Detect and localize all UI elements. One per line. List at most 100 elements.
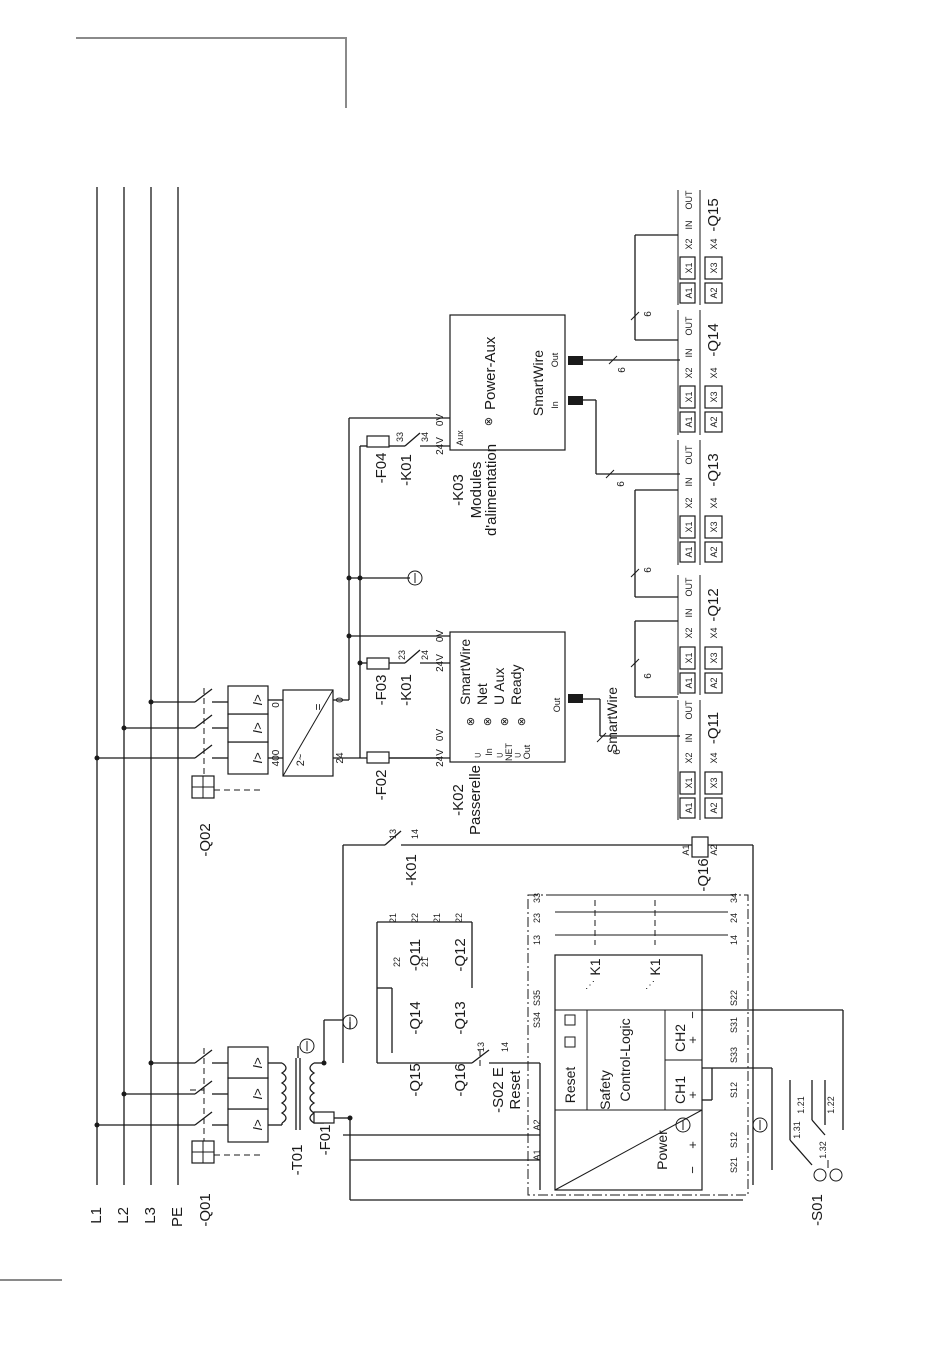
diagram-label: -K01 xyxy=(403,854,420,886)
diagram-label: Reset xyxy=(507,1070,524,1110)
diagram-label: X2 xyxy=(684,752,694,763)
diagram-label: 6 xyxy=(617,367,628,373)
diagram-label: − xyxy=(685,1011,700,1019)
diagram-label: = xyxy=(311,703,325,710)
diagram-label: ⊗ xyxy=(517,716,526,728)
diagram-label: A2 xyxy=(709,546,719,557)
diagram-label: A2 xyxy=(709,802,719,813)
diagram-label: 34 xyxy=(420,432,430,442)
diagram-label: -K02 xyxy=(450,784,467,816)
diagram-label: A1 xyxy=(684,287,694,298)
diagram-label: NET xyxy=(504,742,514,761)
diagram-label: Out xyxy=(522,744,532,759)
module-q11: A1 X1 X2 IN OUT A2 X3 X4 -Q11 xyxy=(677,700,723,820)
diagram-label: 14 xyxy=(729,935,739,945)
diagram-label: 23 xyxy=(397,650,407,660)
diagram-label: 0V xyxy=(435,414,446,427)
diagram-label: 22 xyxy=(454,913,464,923)
diagram-label: A2 xyxy=(709,677,719,688)
diagram-label: IN xyxy=(684,478,694,487)
diagram-label: Out xyxy=(550,352,560,367)
diagram-label: -Q16 xyxy=(452,1063,469,1096)
footer-mark xyxy=(0,1279,62,1281)
diagram-label: S34 xyxy=(532,1012,542,1028)
diagram-label: 1.22 xyxy=(826,1096,836,1114)
diagram-label: SmartWire xyxy=(530,350,546,416)
diagram-label: I> xyxy=(250,1088,265,1100)
diagram-label: S22 xyxy=(729,990,739,1006)
diagram-label: -Q13 xyxy=(452,1001,469,1034)
diagram-label: OUT xyxy=(684,700,694,720)
power-module-k03: 24V 0V Aux ⊗ Power-Aux SmartWire In Out … xyxy=(435,314,680,536)
diagram-label: -K01 xyxy=(398,674,415,706)
diagram-label: 24 xyxy=(729,913,739,923)
diagram-label: 13 xyxy=(388,829,398,839)
diagram-label: Power-Aux xyxy=(482,336,499,410)
diagram-label: X4 xyxy=(709,367,719,378)
diagram-label: Net xyxy=(474,683,490,705)
diagram-label: X4 xyxy=(709,497,719,508)
diagram-label: S35 xyxy=(532,990,542,1006)
diagram-label: CH2 xyxy=(672,1024,688,1052)
interlock-chain: 22 21 -Q11 -Q12 -Q14 -Q13 -Q15 -Q16 21 2… xyxy=(376,913,540,1097)
diagram-label: IN xyxy=(684,609,694,618)
diagram-label: A1 xyxy=(684,677,694,688)
diagram-label: ⋰ xyxy=(585,980,595,991)
diagram-label: I> xyxy=(250,1119,265,1131)
diagram-label: A2 xyxy=(532,1119,542,1130)
diagram-label: X3 xyxy=(709,652,719,663)
diagram-label: Modules xyxy=(468,462,485,519)
transformer-t01: -T01 -F01 xyxy=(268,1014,358,1176)
diagram-label: X4 xyxy=(709,752,719,763)
diagram-label: 24V xyxy=(435,749,446,767)
diagram-label: X3 xyxy=(709,777,719,788)
diagram-label: 1.21 xyxy=(796,1096,806,1114)
diagram-label: A1 xyxy=(684,416,694,427)
diagram-label: 33 xyxy=(395,432,405,442)
diagram-label: S12 xyxy=(729,1082,739,1098)
diagram-label: 24 xyxy=(420,650,430,660)
diagram-label: OUT xyxy=(684,577,694,597)
diagram-label: − xyxy=(685,1166,700,1174)
diagram-label: OUT xyxy=(684,316,694,336)
diagram-label: -S01 xyxy=(809,1194,826,1226)
reset-button-s02: -S02 E Reset xyxy=(490,1067,524,1113)
diagram-label: -Q12 xyxy=(452,938,469,971)
diagram-label: ⊃ xyxy=(496,750,504,760)
diagram-label: X3 xyxy=(709,262,719,273)
diagram-label: OUT xyxy=(684,190,694,210)
diagram-label: I> xyxy=(250,752,265,764)
diagram-label: -T01 xyxy=(289,1145,306,1176)
diagram-label: X1 xyxy=(684,777,694,788)
diagram-label: 2~ xyxy=(295,754,307,767)
diagram-label: A2 xyxy=(709,416,719,427)
diagram-label: -S02 E xyxy=(490,1067,507,1113)
diagram-label: 400 xyxy=(271,749,282,766)
diagram-label: CH1 xyxy=(672,1076,688,1104)
diagram-label: X1 xyxy=(684,652,694,663)
diagram-label: -F01 xyxy=(317,1125,334,1156)
gateway-k02: 24V 0V 24V 0V SmartWire Net U Aux Ready … xyxy=(435,630,680,835)
diagram-label: IN xyxy=(684,349,694,358)
diagram-label: -Q14 xyxy=(705,323,722,356)
module-q14: A1 X1 X2 IN OUT A2 X3 X4 -Q14 xyxy=(677,310,723,435)
diagram-label: 6 xyxy=(612,749,623,755)
diagram-label: 21 xyxy=(388,913,398,923)
diagram-label: 0V xyxy=(435,729,446,742)
diagram-label: X4 xyxy=(709,627,719,638)
diagram-label: A2 xyxy=(709,287,719,298)
diagram-label: A1 xyxy=(681,844,691,855)
diagram-label: 6 xyxy=(643,673,654,679)
bus-label-l3: L3 xyxy=(142,1207,159,1224)
breaker-q01-label: -Q01 xyxy=(197,1193,214,1226)
diagram-label: S31 xyxy=(729,1017,739,1033)
diagram-label: S21 xyxy=(729,1157,739,1173)
diagram-label: ⊃ xyxy=(474,750,482,760)
diagram-label: ⊗ xyxy=(484,416,493,428)
module-q12: A1 X1 X2 IN OUT A2 X3 X4 -Q12 6 xyxy=(630,575,723,698)
diagram-label: ⊗ xyxy=(483,716,492,728)
diagram-label: 21 xyxy=(432,913,442,923)
fuses-24v: -F02 -F03 -F04 -K01 -K01 23 24 33 34 xyxy=(346,417,450,800)
diagram-label: X3 xyxy=(709,391,719,402)
